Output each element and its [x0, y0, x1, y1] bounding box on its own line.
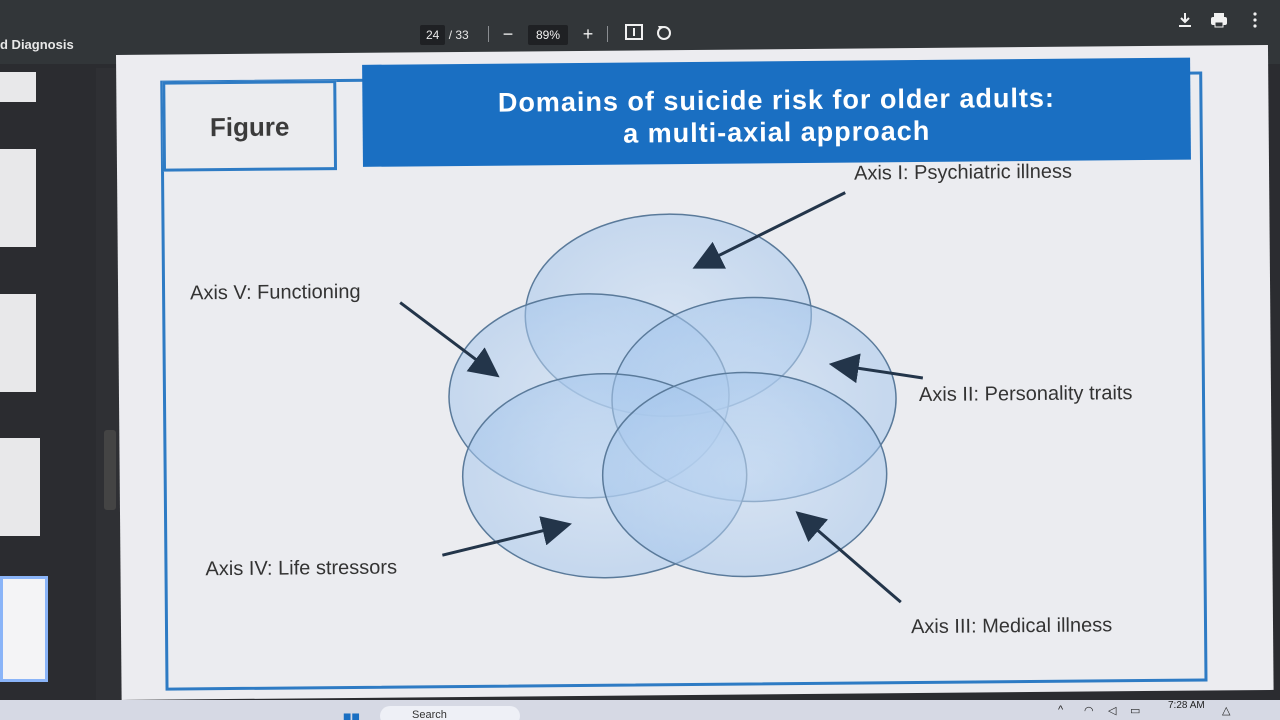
toolbar-divider — [607, 26, 608, 42]
taskbar-clock[interactable]: 7:28 AM — [1168, 700, 1205, 711]
windows-start-icon[interactable]: ■■ — [343, 708, 360, 720]
axis4-arrow — [442, 516, 572, 557]
windows-taskbar: ■■ Search ^ ◠ ◁ ▭ 7:28 AM △ — [0, 700, 1280, 720]
axis2-arrow — [828, 353, 924, 384]
axis3-circle — [601, 371, 888, 578]
page-thumbnail[interactable] — [0, 149, 36, 247]
page-thumbnail-selected[interactable] — [0, 576, 48, 682]
tray-chevron-icon[interactable]: ^ — [1058, 704, 1064, 716]
zoom-out-button[interactable]: − — [502, 24, 514, 44]
axis1-label: Axis I: Psychiatric illness — [853, 160, 1072, 185]
battery-icon[interactable]: ▭ — [1130, 705, 1141, 717]
axis3-arrow — [795, 511, 902, 604]
axis4-label: Axis IV: Life stressors — [205, 556, 398, 581]
download-icon[interactable] — [1173, 12, 1197, 36]
axis5-arrow — [399, 301, 500, 378]
axis1-arrow — [692, 191, 846, 269]
venn-diagram — [399, 191, 924, 604]
fit-page-icon[interactable] — [622, 22, 646, 46]
more-icon[interactable] — [1243, 12, 1267, 36]
thumbnail-sidebar — [0, 64, 98, 700]
rotate-icon[interactable] — [652, 22, 676, 46]
search-label: Search — [412, 709, 447, 720]
document-title: d Diagnosis — [0, 37, 74, 52]
print-icon[interactable] — [1207, 12, 1231, 36]
page-indicator: 24 / 33 — [420, 25, 469, 45]
page-thumbnail[interactable] — [0, 72, 36, 102]
zoom-input[interactable]: 89% — [528, 25, 569, 45]
zoom-in-button[interactable]: + — [582, 24, 594, 44]
page-number-input[interactable]: 24 — [420, 25, 446, 45]
axis2-label: Axis II: Personality traits — [918, 382, 1133, 407]
axis5-label: Axis V: Functioning — [189, 280, 361, 305]
page-thumbnail[interactable] — [0, 294, 36, 392]
volume-icon[interactable]: ◁ — [1108, 705, 1117, 717]
scrollbar-thumb[interactable] — [104, 430, 116, 510]
pdf-page: Figure Domains of suicide risk for older… — [116, 44, 1274, 700]
notification-bell-icon[interactable]: △ — [1222, 705, 1231, 717]
taskbar-search-box[interactable] — [380, 706, 520, 720]
toolbar-divider — [488, 26, 489, 42]
page-total: / 33 — [448, 28, 469, 42]
page-thumbnail[interactable] — [0, 438, 40, 536]
wifi-icon[interactable]: ◠ — [1084, 705, 1094, 717]
axis3-label: Axis III: Medical illness — [910, 614, 1113, 639]
